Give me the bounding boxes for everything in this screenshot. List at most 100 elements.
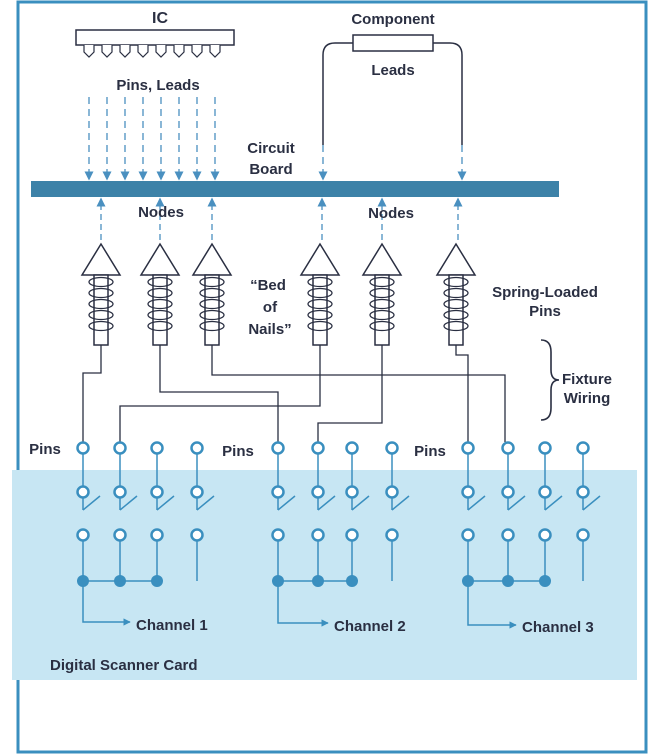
- spring-coil: [369, 320, 395, 332]
- spring-label-2: Pins: [529, 303, 561, 320]
- relay-contact: [538, 528, 552, 542]
- pin-connector: [311, 441, 325, 455]
- nodes-label-right: Nodes: [368, 205, 414, 222]
- nodes-label-left: Nodes: [138, 204, 184, 221]
- node-arrows: [96, 197, 463, 240]
- relay-contact: [385, 528, 399, 542]
- spring-coil: [147, 309, 173, 321]
- pin-connector: [385, 441, 399, 455]
- spring-coil: [147, 287, 173, 299]
- pins-label-3: Pins: [414, 443, 446, 460]
- channel-output-arrow: [277, 581, 329, 627]
- relay-contact: [190, 528, 204, 542]
- spring-loaded-pin: [80, 242, 122, 346]
- pin-connector: [538, 441, 552, 455]
- card-label: Digital Scanner Card: [50, 657, 198, 674]
- labels: IC Component Pins, Leads Leads Circuit B…: [29, 10, 612, 674]
- relay-contact: [311, 528, 325, 542]
- spring-coil: [199, 276, 225, 288]
- nail-arrow-head: [139, 242, 181, 276]
- digital-scanner-card: [12, 470, 637, 680]
- pins-label-1: Pins: [29, 441, 61, 458]
- spring-loaded-pin: [139, 242, 181, 346]
- relay-contact: [345, 485, 359, 499]
- relay-switch: [119, 495, 138, 511]
- nail-arrow-head: [80, 242, 122, 276]
- relay-contact: [76, 485, 90, 499]
- ic-chip: [75, 29, 235, 58]
- spring-coil: [443, 298, 469, 310]
- relay-contact: [461, 485, 475, 499]
- relay-switch: [317, 495, 336, 511]
- fixture-wiring: [82, 345, 506, 442]
- relay-switch: [391, 495, 410, 511]
- relay-contact: [150, 485, 164, 499]
- spring-coil: [369, 298, 395, 310]
- relay-contact: [271, 485, 285, 499]
- pins-label-2: Pins: [222, 443, 254, 460]
- frame-border: [16, 0, 648, 754]
- relay-contact: [150, 528, 164, 542]
- bed-label-1: “Bed: [250, 277, 286, 294]
- ic-pin: [119, 45, 131, 58]
- bus-junction: [346, 575, 358, 587]
- pin-connector: [113, 441, 127, 455]
- ic-pins: [83, 45, 221, 58]
- relay-contact: [538, 485, 552, 499]
- spring-coil: [307, 276, 333, 288]
- ic-pin: [209, 45, 221, 58]
- channel-3-label: Channel 3: [522, 619, 594, 636]
- ic-pin: [191, 45, 203, 58]
- relay-switch: [82, 495, 101, 511]
- spring-coil: [88, 298, 114, 310]
- fixture-brace: [540, 339, 560, 421]
- spring-coil: [307, 298, 333, 310]
- bed-label-3: Nails”: [248, 321, 291, 338]
- ic-pin: [101, 45, 113, 58]
- ic-pin: [173, 45, 185, 58]
- relay-switch: [277, 495, 296, 511]
- spring-coil: [199, 298, 225, 310]
- relay-switch: [582, 495, 601, 511]
- spring-coil: [369, 287, 395, 299]
- pin-connector: [271, 441, 285, 455]
- scanner-circuitry: [76, 441, 601, 629]
- fixture-wire: [159, 345, 279, 442]
- component-lead-right: [433, 42, 463, 145]
- board-label: Board: [249, 161, 292, 178]
- bus-junction: [114, 575, 126, 587]
- pin-connector: [150, 441, 164, 455]
- relay-contact: [76, 528, 90, 542]
- channel-output-arrow: [467, 581, 517, 629]
- pin-connector: [461, 441, 475, 455]
- component: [322, 34, 463, 145]
- fixture-label-2: Wiring: [564, 390, 611, 407]
- fixture-wire: [317, 345, 383, 442]
- circuit-label: Circuit: [247, 140, 295, 157]
- pin-connector: [76, 441, 90, 455]
- pin-connector: [576, 441, 590, 455]
- leads-label: Leads: [371, 62, 414, 79]
- spring-loaded-pin: [361, 242, 403, 346]
- spring-coil: [147, 320, 173, 332]
- relay-contact: [113, 528, 127, 542]
- relay-contact: [190, 485, 204, 499]
- spring-coil: [199, 309, 225, 321]
- spring-coil: [443, 276, 469, 288]
- scanner-channel: [271, 441, 410, 627]
- bus-junction: [502, 575, 514, 587]
- ic-label: IC: [152, 10, 168, 27]
- relay-contact: [385, 485, 399, 499]
- nail-arrow-head: [299, 242, 341, 276]
- fixture-wire: [455, 345, 469, 442]
- fixture-wire: [82, 345, 102, 442]
- spring-coil: [147, 298, 173, 310]
- spring-coil: [307, 320, 333, 332]
- spring-coil: [369, 309, 395, 321]
- scanner-channel: [461, 441, 601, 629]
- spring-loaded-pin: [435, 242, 477, 346]
- relay-contact: [501, 485, 515, 499]
- nail-arrow-head: [435, 242, 477, 276]
